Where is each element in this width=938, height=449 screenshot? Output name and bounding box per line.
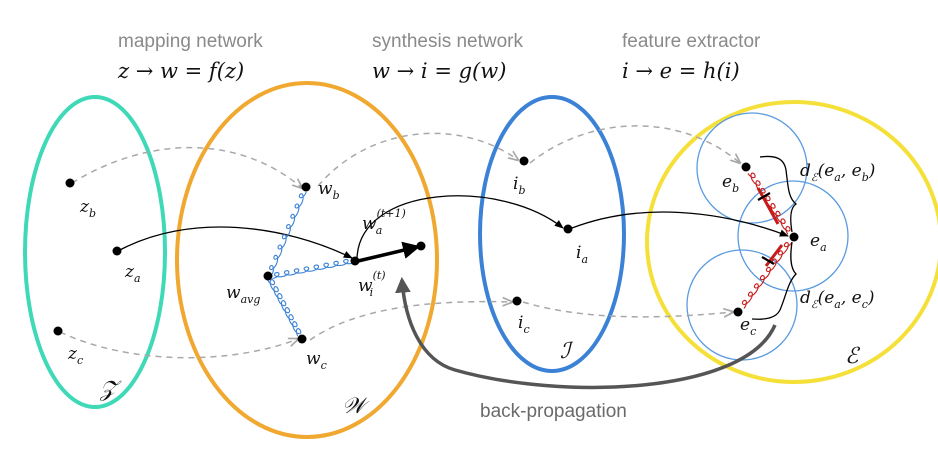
optimization-step-arrow xyxy=(357,241,421,263)
i-c-point xyxy=(512,296,522,306)
w-space-ellipse xyxy=(175,81,439,439)
w-i-t-label: w(t)i xyxy=(358,269,386,299)
i-a-label: ia xyxy=(576,243,588,266)
bar-tick-ac xyxy=(761,256,775,265)
z-a-label: za xyxy=(124,262,141,285)
w-a-t1-point xyxy=(416,241,426,251)
w-b-label: wb xyxy=(318,179,340,202)
feature-extractor-title: feature extractor xyxy=(622,31,761,52)
backprop-arrow xyxy=(395,276,777,390)
e-space-label: ℰ xyxy=(845,344,861,369)
w-space-label: 𝒲 xyxy=(342,394,370,419)
i-c-label: ic xyxy=(518,313,530,336)
spring-wavg-wc xyxy=(267,279,302,337)
bar-tick-ab xyxy=(757,192,771,201)
w-avg-point xyxy=(263,271,273,281)
distance-bar-ab xyxy=(756,187,780,225)
brace-d-ac xyxy=(751,241,797,320)
e-b-point xyxy=(741,162,751,172)
dashed-path-wc-ic xyxy=(309,302,512,341)
dashed-path-zc-wc xyxy=(59,331,298,359)
spring-ec-ea xyxy=(741,241,793,309)
distance-bar-ac xyxy=(764,244,784,267)
z-c-point xyxy=(53,326,63,336)
z-space-ellipse xyxy=(23,95,167,409)
dashed-path-zb-wb xyxy=(71,146,302,188)
synthesis-network-title: synthesis network xyxy=(372,31,524,52)
mapping-network-title: mapping network xyxy=(118,31,263,52)
spring-wavg-wi xyxy=(272,258,352,280)
w-a-t1-label: w(t+1)a xyxy=(362,207,406,237)
z-space-label: 𝒵 xyxy=(99,377,122,402)
brace-d-ab xyxy=(759,155,798,233)
z-c-label: zc xyxy=(67,344,83,367)
synthesis-network-equation: w → i = g(w) xyxy=(372,59,506,83)
feature-extractor-equation: i → e = h(i) xyxy=(622,59,740,83)
distance-ab-label: dℰ(ea, eb) xyxy=(800,161,875,184)
e-b-neighborhood-circle xyxy=(696,112,808,224)
i-b-point xyxy=(519,156,529,166)
solid-path-ia-ea xyxy=(571,211,789,237)
i-b-label: ib xyxy=(513,174,525,197)
dashed-path-ic-ec xyxy=(522,301,733,317)
z-a-point xyxy=(112,246,122,256)
distance-ac-label: dℰ(ea, ec) xyxy=(800,288,875,311)
w-springs xyxy=(267,191,352,337)
z-b-label: zb xyxy=(79,197,96,220)
e-a-point xyxy=(789,232,799,242)
w-c-label: wc xyxy=(306,349,327,372)
e-c-point xyxy=(733,307,743,317)
i-a-point xyxy=(563,224,573,234)
dashed-path-wb-ib xyxy=(317,132,518,187)
solid-path-za-wi xyxy=(117,226,353,259)
z-b-point xyxy=(65,178,75,188)
e-a-label: ea xyxy=(810,231,827,254)
e-c-label: ec xyxy=(740,315,756,338)
e-b-label: eb xyxy=(722,172,739,195)
w-i-t-point xyxy=(350,256,360,266)
w-c-point xyxy=(297,334,307,344)
i-space-ellipse xyxy=(478,95,626,373)
spring-wavg-wb xyxy=(269,191,307,275)
solid-path-wi-ia xyxy=(356,195,564,259)
dashed-path-ib-eb xyxy=(529,125,740,163)
e-space-ellipse xyxy=(645,100,938,384)
e-c-neighborhood-circle xyxy=(686,249,798,361)
w-b-point xyxy=(301,182,311,192)
mapping-network-equation: z → w = f(z) xyxy=(117,59,244,83)
e-a-neighborhood-circle xyxy=(737,180,849,292)
i-space-label: ℐ xyxy=(560,339,574,364)
backprop-label: back-propagation xyxy=(480,401,627,422)
w-avg-label: wavg xyxy=(226,283,260,306)
